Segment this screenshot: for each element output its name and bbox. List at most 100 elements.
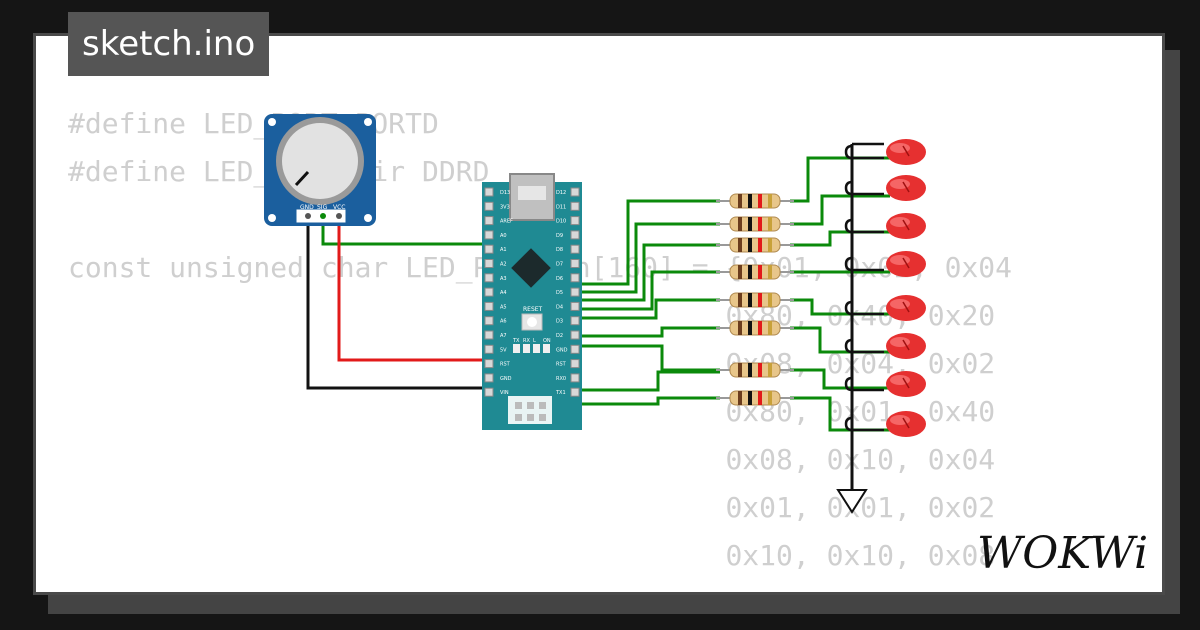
status-led-label: RX	[523, 338, 530, 344]
led[interactable]	[886, 251, 926, 277]
nano-pin-right[interactable]	[570, 373, 580, 383]
wire-r2-led2	[790, 194, 890, 226]
resistor[interactable]	[716, 292, 794, 308]
icsp-pin	[539, 402, 546, 409]
nano-pin-right[interactable]	[570, 301, 580, 311]
nano-pin-right[interactable]	[570, 387, 580, 397]
led[interactable]	[886, 295, 926, 321]
nano-pin-label: A7	[500, 333, 507, 339]
led[interactable]	[886, 333, 926, 359]
nano-pin-left[interactable]	[484, 273, 494, 283]
nano-pin-left[interactable]	[484, 259, 494, 268]
nano-pin-right[interactable]	[570, 244, 580, 254]
nano-pin-label: A2	[500, 262, 507, 268]
nano-pin-label: RST	[556, 362, 567, 368]
ground-tie	[844, 256, 884, 272]
code-line: 0x10, 0x10, 0x08	[68, 539, 996, 572]
nano-pin-label: D2	[556, 333, 563, 339]
led[interactable]	[886, 139, 926, 165]
nano-pin-label: D12	[556, 190, 566, 196]
nano-pin-right[interactable]	[570, 359, 580, 369]
nano-pin-right[interactable]	[570, 287, 580, 297]
nano-pin-left[interactable]	[484, 287, 494, 297]
resistor[interactable]	[716, 216, 794, 232]
nano-pin-label: 5V	[500, 347, 507, 353]
wire-d4-r3	[574, 243, 720, 302]
wire-r6-led6	[790, 326, 890, 354]
led[interactable]	[886, 411, 926, 437]
nano-pin-left[interactable]	[484, 344, 494, 354]
status-led	[523, 344, 530, 353]
resistor[interactable]	[716, 193, 794, 209]
nano-pin-left[interactable]	[484, 230, 494, 240]
nano-pin-left[interactable]	[484, 373, 494, 383]
nano-pin-right[interactable]	[570, 187, 580, 197]
microcontroller-chip	[511, 248, 551, 288]
resistor[interactable]	[716, 362, 794, 378]
icsp-pin	[527, 414, 534, 421]
ground-tie	[844, 144, 884, 160]
nano-pin-label: D9	[556, 233, 563, 239]
nano-pin-label: D10	[556, 219, 566, 225]
nano-pin-label: VIN	[500, 390, 509, 396]
nano-pin-left[interactable]	[484, 201, 494, 211]
status-led-label: L	[533, 338, 536, 344]
ground-tie	[844, 376, 884, 392]
ground-tie	[844, 180, 884, 196]
wire-d7-r6	[574, 326, 720, 338]
nano-pin-right[interactable]	[570, 316, 580, 326]
nano-pin-right[interactable]	[570, 259, 580, 268]
nano-pin-label: 3V3	[500, 204, 510, 210]
resistor[interactable]	[716, 390, 794, 406]
leds	[886, 139, 926, 437]
file-title: sketch.ino	[68, 12, 270, 76]
nano-pin-label: GND	[500, 376, 512, 382]
nano-pin-label: D3	[556, 319, 563, 325]
nano-pin-right[interactable]	[570, 330, 580, 340]
reset-label: RESET	[523, 306, 543, 313]
status-led	[543, 344, 550, 353]
icsp-pin	[539, 414, 546, 421]
nano-pin-left[interactable]	[484, 187, 494, 197]
resistor[interactable]	[716, 320, 794, 336]
nano-pin-right[interactable]	[570, 230, 580, 240]
pot-pin-label-sig: SIG	[317, 204, 328, 211]
ground-symbol	[836, 489, 868, 514]
nano-pin-left[interactable]	[484, 359, 494, 369]
led[interactable]	[886, 371, 926, 397]
nano-pin-right[interactable]	[570, 216, 580, 226]
nano-pin-left[interactable]	[484, 330, 494, 340]
nano-pin-left[interactable]	[484, 316, 494, 326]
wires	[306, 142, 890, 514]
wire-d2-r1	[574, 199, 720, 286]
status-led-label: TX	[512, 338, 520, 344]
resistor[interactable]	[716, 237, 794, 253]
led[interactable]	[886, 213, 926, 239]
resistor[interactable]	[716, 264, 794, 280]
nano-pin-right[interactable]	[570, 201, 580, 211]
nano-pin-label: D11	[556, 204, 566, 210]
nano-pin-left[interactable]	[484, 216, 494, 226]
nano-pin-label: A5	[500, 304, 507, 310]
nano-pin-label: A6	[500, 319, 507, 325]
pot-knob-indicator	[294, 170, 310, 187]
nano-pin-left[interactable]	[484, 244, 494, 254]
wire-r7-led7	[790, 368, 890, 390]
wire-pot-vcc	[337, 212, 488, 362]
nano-pin-label: D4	[556, 304, 563, 310]
ground-ties	[844, 142, 884, 432]
wire-pot-gnd	[306, 212, 488, 390]
icsp-pin	[515, 402, 522, 409]
nano-pin-left[interactable]	[484, 387, 494, 397]
status-led	[513, 344, 520, 353]
nano-pin-right[interactable]	[570, 344, 580, 354]
potentiometer[interactable]: GND SIG VCC	[264, 114, 376, 226]
led[interactable]	[886, 175, 926, 201]
icsp-pin	[515, 414, 522, 421]
nano-pin-right[interactable]	[570, 273, 580, 283]
nano-pin-left[interactable]	[484, 301, 494, 311]
nano-pin-label: D13	[500, 190, 510, 196]
wire-r5-led5	[790, 298, 890, 316]
